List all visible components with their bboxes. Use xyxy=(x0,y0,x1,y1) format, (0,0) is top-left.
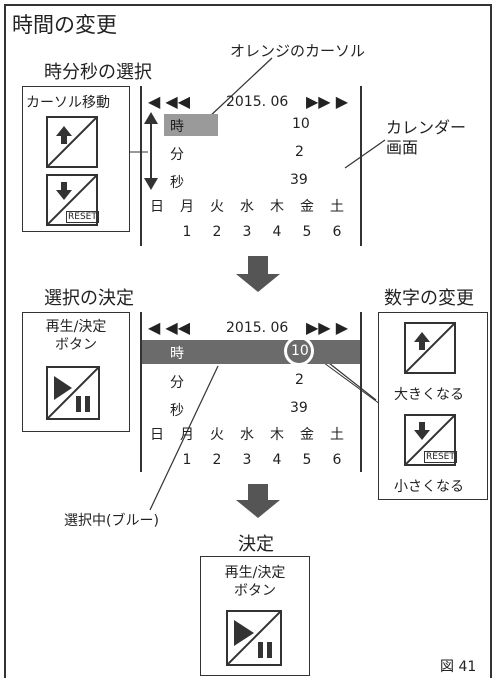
month-display: 2015. 06 xyxy=(226,94,289,110)
play-pause-button[interactable] xyxy=(46,366,100,420)
calendar-screen: ◀ ◀◀ 2015. 06 ▶▶ ▶ 時 10 分 2 秒 39 日 月 火 水… xyxy=(140,86,362,246)
day-3[interactable]: 3 xyxy=(242,452,252,468)
row-label-minute: 分 xyxy=(170,375,184,391)
down-reset-button[interactable]: RESET xyxy=(46,174,99,226)
decrease-label: 小さくなる xyxy=(394,479,464,495)
row-label-hour: 時 xyxy=(170,119,184,135)
figure-frame xyxy=(4,4,492,678)
prev-month-icon[interactable]: ◀ ◀◀ xyxy=(148,92,190,111)
row-label-second: 秒 xyxy=(170,403,184,419)
up-button[interactable] xyxy=(46,116,98,168)
day-6[interactable]: 6 xyxy=(332,452,342,468)
row-label-second: 秒 xyxy=(170,175,184,191)
row-label-hour: 時 xyxy=(170,346,184,362)
play-pause-icon xyxy=(227,611,281,665)
section-heading-confirm: 選択の決定 xyxy=(44,288,134,309)
weekday-sat: 土 xyxy=(330,199,344,215)
cursor-move-label: カーソル移動 xyxy=(26,95,110,111)
day-3[interactable]: 3 xyxy=(242,224,252,240)
figure-number: 図 41 xyxy=(440,659,477,675)
day-2[interactable]: 2 xyxy=(212,224,222,240)
row-value-second: 39 xyxy=(290,172,308,188)
selected-value-ring xyxy=(284,336,314,366)
weekday-mon: 月 xyxy=(180,427,194,443)
play-confirm-label: 再生/決定 ボタン xyxy=(45,319,107,353)
increase-button[interactable] xyxy=(404,322,456,374)
weekday-fri: 金 xyxy=(300,427,314,443)
day-5[interactable]: 5 xyxy=(302,452,312,468)
day-5[interactable]: 5 xyxy=(302,224,312,240)
weekday-thu: 木 xyxy=(270,427,284,443)
section-heading-decide: 決定 xyxy=(238,534,274,555)
calendar-screen-selected: ◀ ◀◀ 2015. 06 ▶▶ ▶ 時 10 分 2 秒 39 日 月 火 水… xyxy=(140,312,362,472)
reset-label: RESET xyxy=(424,451,457,463)
page-title: 時間の変更 xyxy=(12,13,117,37)
day-1[interactable]: 1 xyxy=(182,452,192,468)
weekday-thu: 木 xyxy=(270,199,284,215)
final-play-pause-button[interactable] xyxy=(226,610,282,666)
weekday-fri: 金 xyxy=(300,199,314,215)
prev-month-icon[interactable]: ◀ ◀◀ xyxy=(148,318,190,337)
up-arrow-icon xyxy=(405,323,455,373)
calendar-screen-label: カレンダー 画面 xyxy=(386,118,467,157)
weekday-sun: 日 xyxy=(150,199,164,215)
blue-selection-bar xyxy=(142,340,360,364)
up-arrow-icon xyxy=(47,117,97,167)
orange-cursor xyxy=(164,114,218,136)
weekday-sat: 土 xyxy=(330,427,344,443)
play-pause-icon xyxy=(47,367,99,419)
selected-blue-callout: 選択中(ブルー) xyxy=(64,513,159,529)
next-month-icon[interactable]: ▶▶ ▶ xyxy=(306,318,348,337)
weekday-tue: 火 xyxy=(210,199,224,215)
row-label-minute: 分 xyxy=(170,147,184,163)
weekday-mon: 月 xyxy=(180,199,194,215)
day-4[interactable]: 4 xyxy=(272,452,282,468)
weekday-tue: 火 xyxy=(210,427,224,443)
next-month-icon[interactable]: ▶▶ ▶ xyxy=(306,92,348,111)
month-display: 2015. 06 xyxy=(226,320,289,336)
row-value-second: 39 xyxy=(290,400,308,416)
row-value-hour: 10 xyxy=(292,116,310,132)
decrease-reset-button[interactable]: RESET xyxy=(404,414,457,466)
orange-cursor-callout: オレンジのカーソル xyxy=(230,42,366,60)
row-value-hour: 10 xyxy=(291,343,309,359)
weekday-wed: 水 xyxy=(240,199,254,215)
weekday-wed: 水 xyxy=(240,427,254,443)
increase-label: 大きくなる xyxy=(394,387,464,403)
day-1[interactable]: 1 xyxy=(182,224,192,240)
final-confirm-label: 再生/決定 ボタン xyxy=(224,565,286,599)
reset-label: RESET xyxy=(66,211,99,223)
section-heading-digit: 数字の変更 xyxy=(384,288,474,309)
day-4[interactable]: 4 xyxy=(272,224,282,240)
section-heading-select: 時分秒の選択 xyxy=(44,62,152,83)
row-value-minute: 2 xyxy=(295,372,304,388)
day-2[interactable]: 2 xyxy=(212,452,222,468)
row-value-minute: 2 xyxy=(295,144,304,160)
weekday-sun: 日 xyxy=(150,427,164,443)
day-6[interactable]: 6 xyxy=(332,224,342,240)
down-arrow-icon xyxy=(47,175,97,225)
down-arrow-icon xyxy=(405,415,455,465)
